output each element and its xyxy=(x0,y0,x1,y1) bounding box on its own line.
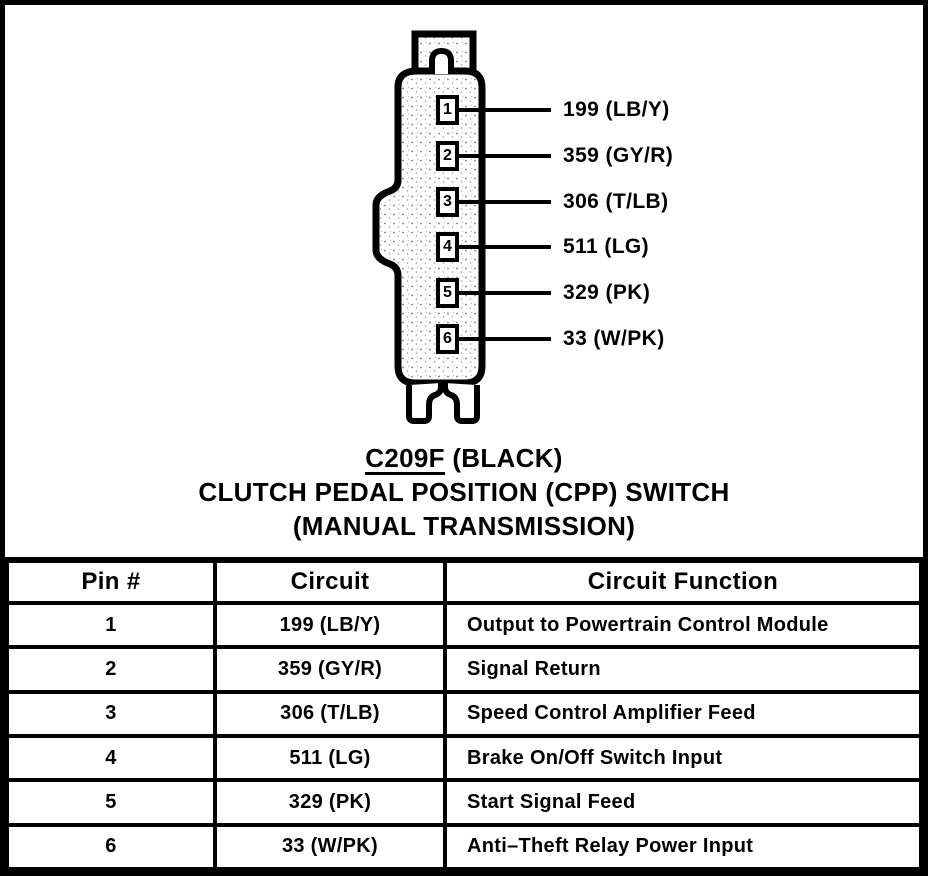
pin-1-wire-label: 199 (LB/Y) xyxy=(563,98,670,121)
pinout-table-head: Pin # Circuit Circuit Function xyxy=(5,557,923,605)
connector-id: C209F xyxy=(365,443,445,475)
pin-callout-layer: 1 199 (LB/Y) 2 359 (GY/R) 3 306 (T/LB) 4 511 (L… xyxy=(5,5,923,437)
circuit-cell: 511 (LG) xyxy=(213,733,447,783)
pin-1-leader-line xyxy=(459,108,551,112)
pin-2-leader-line xyxy=(459,153,551,158)
header-circuit-function: Circuit Function xyxy=(443,557,923,605)
pin-number-cell: 3 xyxy=(5,689,217,738)
pin-1-box: 1 xyxy=(436,95,459,125)
pin-4-wire-label: 511 (LG) xyxy=(563,235,650,259)
circuit-function-cell: Speed Control Amplifier Feed xyxy=(443,689,923,738)
pin-5-wire-label: 329 (PK) xyxy=(563,281,651,305)
pin-3-leader-line xyxy=(459,199,551,204)
pin-number-cell: 1 xyxy=(5,600,217,650)
pin-4-leader-line xyxy=(459,245,551,250)
pin-3-box: 3 xyxy=(436,186,459,217)
circuit-function-cell: Start Signal Feed xyxy=(443,778,923,827)
pin-number-cell: 2 xyxy=(5,645,217,694)
transmission-label: (MANUAL TRANSMISSION) xyxy=(292,511,636,541)
circuit-function-cell: Signal Return xyxy=(443,645,923,694)
connector-prong-right xyxy=(442,383,480,424)
pin-number-cell: 4 xyxy=(5,733,217,783)
circuit-function-cell: Output to Powertrain Control Module xyxy=(443,600,923,650)
connector-name: CLUTCH PEDAL POSITION (CPP) SWITCH xyxy=(198,477,730,507)
circuit-cell: 359 (GY/R) xyxy=(213,645,447,694)
connector-prong-left xyxy=(406,383,444,424)
pin-2-wire-label: 359 (GY/R) xyxy=(563,143,674,167)
circuit-function-cell: Brake On/Off Switch Input xyxy=(443,733,923,783)
pin-6-box: 6 xyxy=(436,324,459,354)
pin-4-box: 4 xyxy=(436,232,459,263)
circuit-cell: 329 (PK) xyxy=(213,778,447,827)
table-header-row: Pin # Circuit Circuit Function xyxy=(5,557,923,605)
title-block: C209F (BLACK) CLUTCH PEDAL POSITION (CPP… xyxy=(5,441,923,543)
header-circuit: Circuit xyxy=(213,557,447,605)
pin-6-leader-line xyxy=(459,337,551,341)
pin-5-leader-line xyxy=(459,291,551,296)
connector-tab-notch xyxy=(429,47,454,74)
pin-3-wire-label: 306 (T/LB) xyxy=(563,189,669,213)
connector-title: C209F (BLACK) xyxy=(5,441,923,475)
circuit-function-cell: Anti–Theft Relay Power Input xyxy=(443,822,923,871)
pin-5-box: 5 xyxy=(436,278,459,309)
circuit-cell: 33 (W/PK) xyxy=(213,822,447,871)
pin-number-cell: 5 xyxy=(5,778,217,827)
connector-tab-stripe xyxy=(421,45,467,51)
connector-color-label: (BLACK) xyxy=(452,443,563,473)
pin-6-wire-label: 33 (W/PK) xyxy=(563,327,665,350)
circuit-cell: 306 (T/LB) xyxy=(213,689,447,738)
circuit-cell: 199 (LB/Y) xyxy=(213,600,447,650)
pin-2-box: 2 xyxy=(436,140,459,171)
pin-number-cell: 6 xyxy=(5,822,217,871)
header-pin-number: Pin # xyxy=(5,557,217,605)
